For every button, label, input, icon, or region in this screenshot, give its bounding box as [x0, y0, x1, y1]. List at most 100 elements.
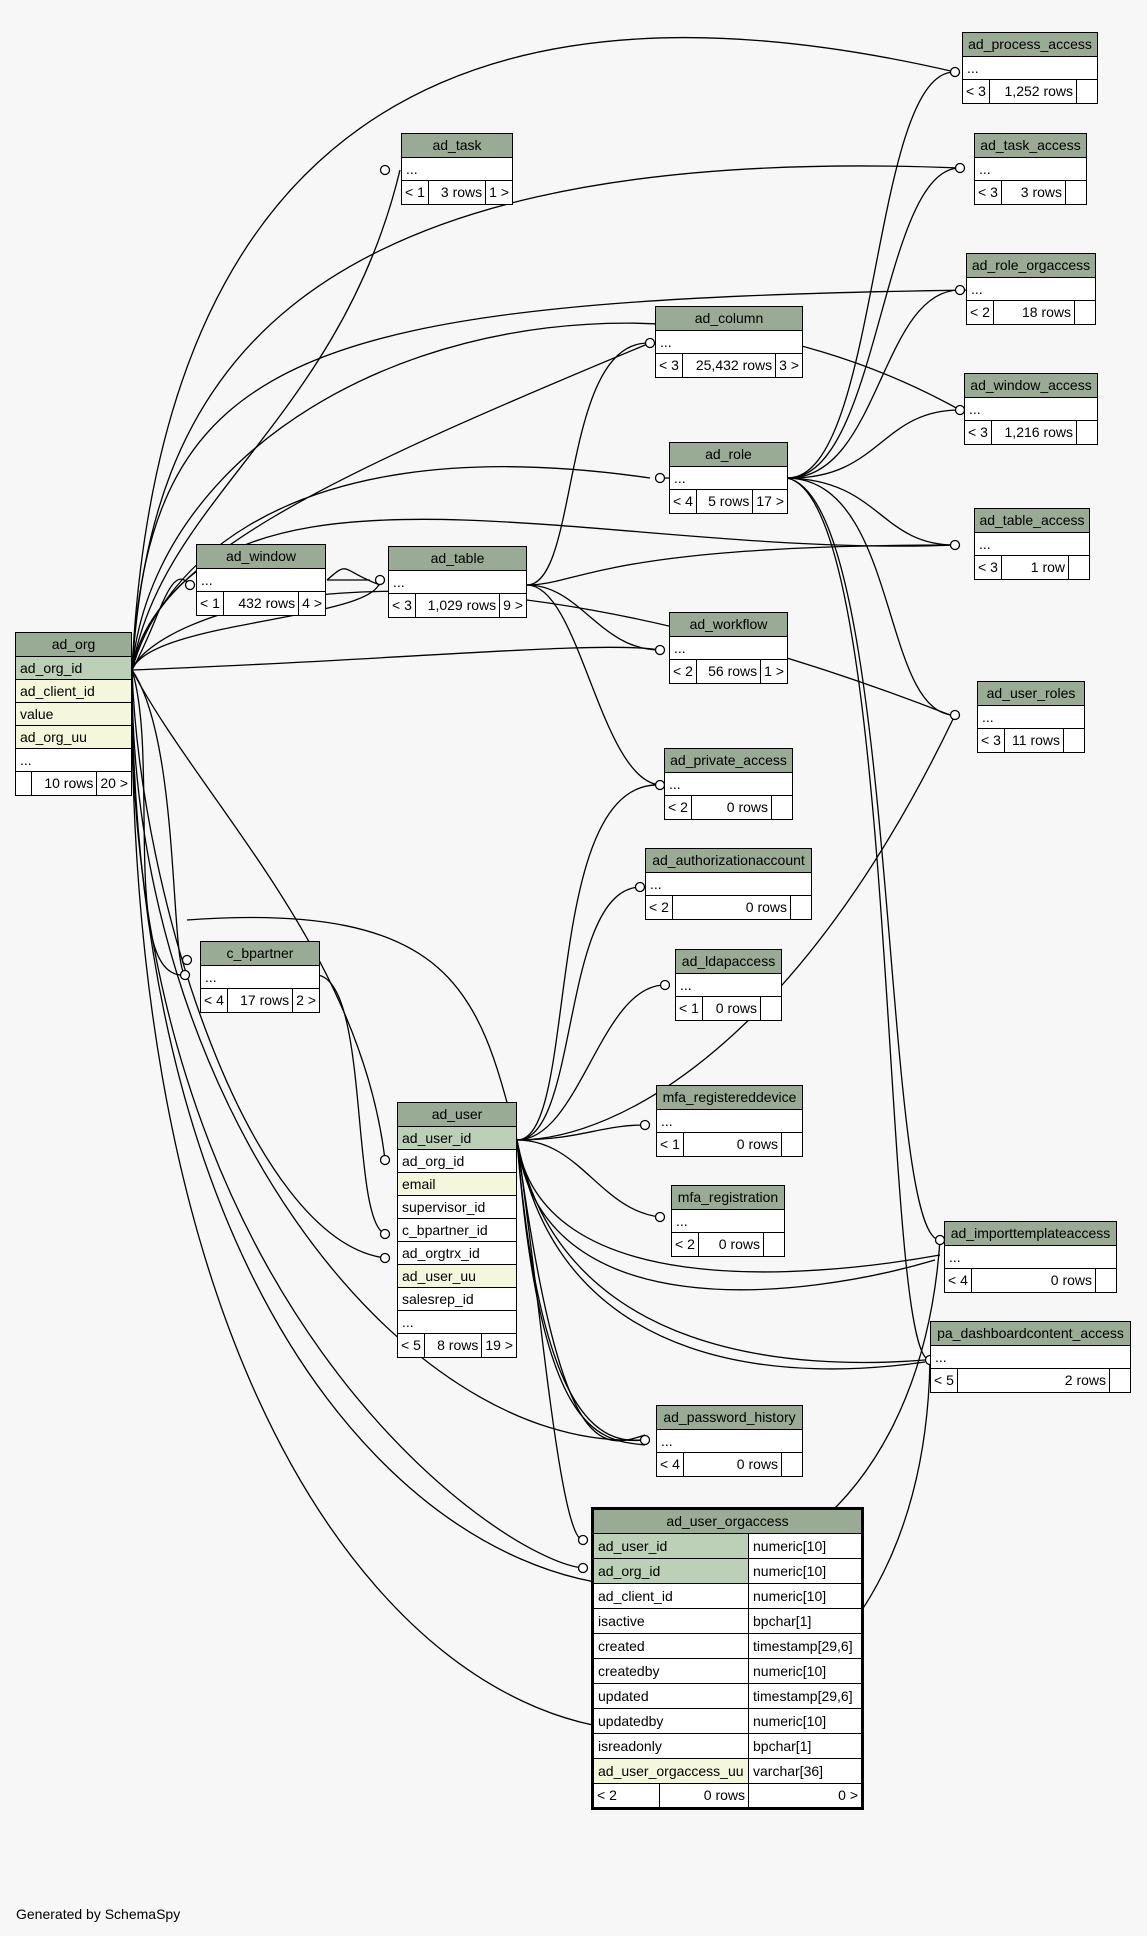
row-count: 1 row [1002, 556, 1069, 579]
parent-count: < 2 [672, 1233, 699, 1256]
table-ad-task[interactable]: ad_task ... < 1 3 rows 1 > [401, 133, 513, 205]
column-placeholder: ... [670, 637, 787, 660]
parent-count: < 3 [965, 421, 992, 444]
table-stats: < 3 11 rows [978, 729, 1084, 752]
table-stats: 10 rows 20 > [16, 772, 131, 795]
table-stats: < 3 1,029 rows 9 > [389, 594, 526, 617]
column-type: numeric[10] [753, 1663, 827, 1679]
table-ad-window[interactable]: ad_window ... < 1 432 rows 4 > [196, 544, 326, 616]
table-stats: < 1 0 rows [676, 997, 781, 1020]
column-placeholder: ... [931, 1346, 1130, 1369]
parent-count: < 1 [197, 592, 224, 615]
parent-count: < 5 [931, 1369, 958, 1392]
column-placeholder: ... [197, 569, 325, 592]
parent-count: < 3 [975, 181, 1002, 204]
table-stats: < 3 3 rows [975, 181, 1086, 204]
table-stats: < 2 0 rows 0 > [594, 1784, 861, 1807]
child-count [791, 896, 811, 919]
table-ad-role-orgaccess[interactable]: ad_role_orgaccess ... < 2 18 rows [966, 253, 1096, 325]
table-stats: < 3 25,432 rows 3 > [656, 354, 802, 377]
child-count [1110, 1369, 1130, 1392]
table-ad-authorizationaccount[interactable]: ad_authorizationaccount ... < 2 0 rows [645, 848, 812, 920]
table-ad-org[interactable]: ad_org ad_org_id ad_client_id value ad_o… [15, 632, 132, 796]
column-ad-org-uu: ad_org_uu [16, 726, 131, 749]
row-count: 56 rows [697, 660, 762, 683]
child-count: 17 > [756, 493, 784, 509]
column-placeholder: ... [665, 773, 792, 796]
column-placeholder: ... [402, 158, 512, 181]
table-ad-task-access[interactable]: ad_task_access ... < 3 3 rows [974, 133, 1087, 205]
row-count: 2 rows [958, 1369, 1110, 1392]
column-ad-org-id: ad_org_id [398, 1150, 516, 1173]
table-name: mfa_registereddevice [657, 1086, 802, 1110]
column-supervisor-id: supervisor_id [398, 1196, 516, 1219]
table-name: ad_table_access [975, 509, 1089, 533]
column-placeholder: ... [657, 1110, 802, 1133]
table-name: ad_ldapaccess [676, 950, 781, 974]
child-count: 19 > [485, 1337, 513, 1353]
row-count: 3 rows [1002, 181, 1066, 204]
table-stats: < 3 1,252 rows [963, 80, 1097, 103]
table-ad-table-access[interactable]: ad_table_access ... < 3 1 row [974, 508, 1090, 580]
parent-count: < 3 [656, 354, 683, 377]
table-name: ad_task_access [975, 134, 1086, 158]
table-pa-dashboardcontent-access[interactable]: pa_dashboardcontent_access ... < 5 2 row… [930, 1321, 1131, 1393]
table-stats: < 5 2 rows [931, 1369, 1130, 1392]
table-name: ad_user_roles [978, 682, 1084, 706]
column-placeholder: ... [657, 1430, 802, 1453]
table-ad-password-history[interactable]: ad_password_history ... < 4 0 rows [656, 1405, 803, 1477]
table-ad-user-roles[interactable]: ad_user_roles ... < 3 11 rows [977, 681, 1085, 753]
row-count: 3 rows [429, 181, 487, 204]
table-name: ad_window_access [965, 374, 1097, 398]
row-count: 18 rows [994, 301, 1075, 324]
table-c-bpartner[interactable]: c_bpartner ... < 4 17 rows 2 > [200, 941, 320, 1013]
row-count: 5 rows [697, 490, 754, 513]
column-placeholder: ... [201, 966, 319, 989]
child-count [1077, 80, 1097, 103]
row-count: 0 rows [660, 1784, 749, 1807]
table-stats: < 4 5 rows 17 > [670, 490, 787, 513]
parent-count: < 4 [945, 1269, 972, 1292]
table-ad-window-access[interactable]: ad_window_access ... < 3 1,216 rows [964, 373, 1098, 445]
parent-count: < 2 [646, 896, 673, 919]
table-stats: < 2 0 rows [672, 1233, 784, 1256]
table-mfa-registereddevice[interactable]: mfa_registereddevice ... < 1 0 rows [656, 1085, 803, 1157]
column-type: bpchar[1] [753, 1613, 812, 1629]
parent-count: < 2 [967, 301, 994, 324]
row-count: 0 rows [972, 1269, 1096, 1292]
table-ad-role[interactable]: ad_role ... < 4 5 rows 17 > [669, 442, 788, 514]
column-name: ad_user_id [594, 1534, 749, 1558]
row-count: 11 rows [1005, 729, 1064, 752]
parent-count: < 2 [665, 796, 692, 819]
child-count: 1 > [764, 663, 784, 679]
table-ad-table[interactable]: ad_table ... < 3 1,029 rows 9 > [388, 546, 527, 618]
table-ad-process-access[interactable]: ad_process_access ... < 3 1,252 rows [962, 32, 1098, 104]
table-name: ad_task [402, 134, 512, 158]
column-ad-user-uu: ad_user_uu [398, 1265, 516, 1288]
row-count: 1,216 rows [992, 421, 1077, 444]
table-name: ad_user_orgaccess [594, 1510, 861, 1534]
table-ad-user[interactable]: ad_user ad_user_id ad_org_id email super… [397, 1102, 517, 1358]
child-count: 3 > [779, 357, 799, 373]
table-ad-ldapaccess[interactable]: ad_ldapaccess ... < 1 0 rows [675, 949, 782, 1021]
child-count [1066, 181, 1086, 204]
child-count: 9 > [503, 597, 523, 613]
table-ad-column[interactable]: ad_column ... < 3 25,432 rows 3 > [655, 306, 803, 378]
column-placeholder: ... [975, 158, 1086, 181]
table-name: ad_column [656, 307, 802, 331]
table-ad-private-access[interactable]: ad_private_access ... < 2 0 rows [664, 748, 793, 820]
column-placeholder: ... [672, 1210, 784, 1233]
table-ad-importtemplateaccess[interactable]: ad_importtemplateaccess ... < 4 0 rows [944, 1221, 1117, 1293]
child-count: 0 > [838, 1787, 858, 1803]
child-count [761, 997, 781, 1020]
table-mfa-registration[interactable]: mfa_registration ... < 2 0 rows [671, 1185, 785, 1257]
table-ad-workflow[interactable]: ad_workflow ... < 2 56 rows 1 > [669, 612, 788, 684]
parent-count: < 2 [670, 660, 697, 683]
